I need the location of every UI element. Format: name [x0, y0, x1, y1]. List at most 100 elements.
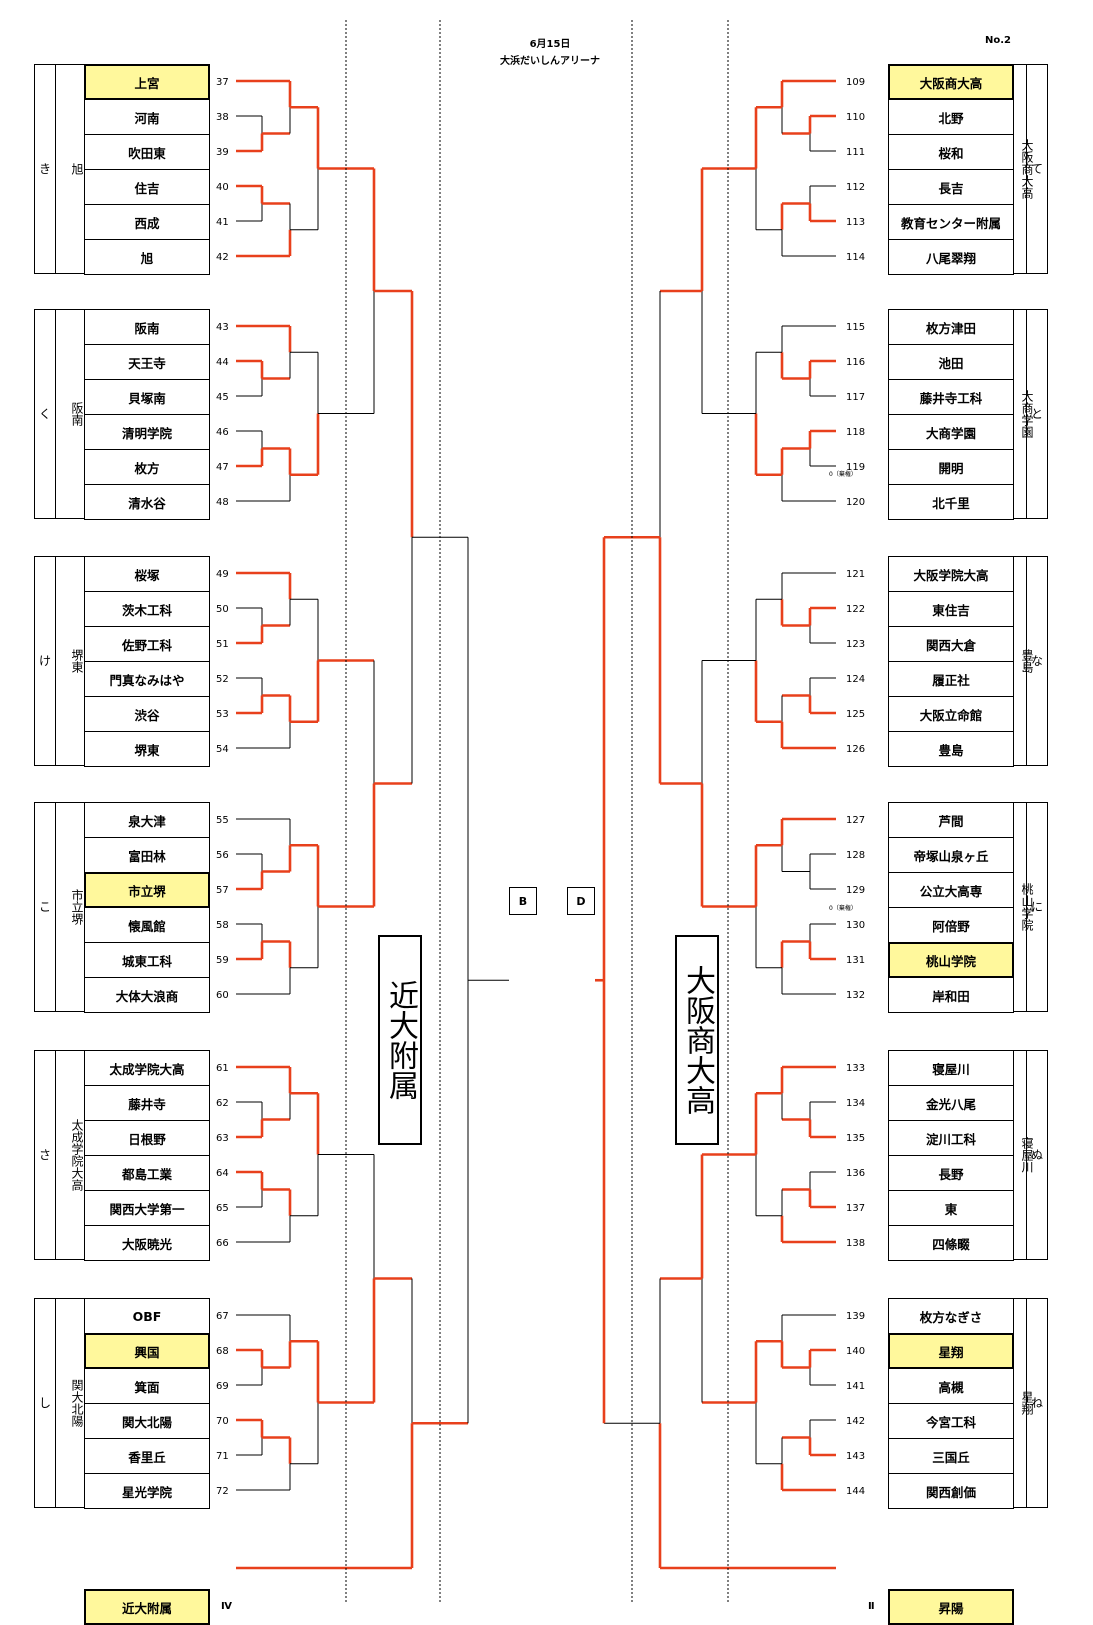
left-seed-number: 51 — [216, 639, 229, 650]
right-group-kana: ね — [1026, 1298, 1048, 1508]
right-group-label: 大商学園 — [1004, 309, 1034, 519]
left-champion-box: 近大附属 — [378, 935, 422, 1145]
left-group-kana: こ — [34, 802, 56, 1012]
left-seed-number: 64 — [216, 1168, 229, 1179]
left-team-box: 堺東 — [84, 731, 210, 767]
right-seed-number: 133 — [846, 1063, 866, 1074]
left-team-box: 住吉 — [84, 169, 210, 205]
left-seed-number: 68 — [216, 1346, 229, 1357]
right-seed-number: 124 — [846, 674, 866, 685]
left-team-box: 大体大浪商 — [84, 977, 210, 1013]
right-team-box: 阿倍野 — [888, 907, 1014, 943]
right-seed-number: 114 — [846, 252, 866, 263]
left-group-label: 堺東 — [54, 556, 84, 766]
right-seed-number: 141 — [846, 1381, 866, 1392]
right-seed-number: 125 — [846, 709, 866, 720]
left-team-box: 河南 — [84, 99, 210, 135]
left-seed-number: 63 — [216, 1133, 229, 1144]
left-team-box: 日根野 — [84, 1120, 210, 1156]
left-team-box: 関大北陽 — [84, 1403, 210, 1439]
right-team-box: 高槻 — [888, 1368, 1014, 1404]
left-team-box: 清水谷 — [84, 484, 210, 520]
right-team-box: 八尾翠翔 — [888, 239, 1014, 275]
right-team-box: 関西大倉 — [888, 626, 1014, 662]
left-team-box: 渋谷 — [84, 696, 210, 732]
left-seed-number: 43 — [216, 322, 229, 333]
left-team-box: 富田林 — [84, 837, 210, 873]
left-team-box: 吹田東 — [84, 134, 210, 170]
right-team-box: 藤井寺工科 — [888, 379, 1014, 415]
left-team-box: 門真なみはや — [84, 661, 210, 697]
right-team-box: 枚方なぎさ — [888, 1298, 1014, 1334]
left-seed-number: 40 — [216, 182, 229, 193]
left-seed-number: 41 — [216, 217, 229, 228]
right-team-box: 枚方津田 — [888, 309, 1014, 345]
right-team-box: 大阪立命館 — [888, 696, 1014, 732]
right-block-marker: D — [567, 887, 595, 915]
left-seed-number: 47 — [216, 462, 229, 473]
right-group-kana: に — [1026, 802, 1048, 1012]
left-team-box: 上宮 — [84, 64, 210, 100]
right-seed-number: 121 — [846, 569, 866, 580]
right-team-box: 東住吉 — [888, 591, 1014, 627]
right-team-box: 大阪学院大高 — [888, 556, 1014, 592]
right-team-box: 帝塚山泉ヶ丘 — [888, 837, 1014, 873]
right-final-team: 昇陽 — [888, 1589, 1014, 1625]
left-seed-number: 72 — [216, 1486, 229, 1497]
left-seed-number: 42 — [216, 252, 229, 263]
left-team-box: 旭 — [84, 239, 210, 275]
left-team-box: 西成 — [84, 204, 210, 240]
left-team-box: 枚方 — [84, 449, 210, 485]
right-seed-number: 117 — [846, 392, 866, 403]
left-seed-number: 62 — [216, 1098, 229, 1109]
right-seed-number: 126 — [846, 744, 866, 755]
page-number: No.2 — [985, 35, 1011, 46]
right-team-box: 関西創価 — [888, 1473, 1014, 1509]
right-seed-number: 135 — [846, 1133, 866, 1144]
left-seed-number: 67 — [216, 1311, 229, 1322]
right-seed-number: 129 — [846, 885, 866, 896]
right-seed-number: 113 — [846, 217, 866, 228]
right-group-label: 星翔 — [1004, 1298, 1034, 1508]
left-seed-number: 44 — [216, 357, 229, 368]
right-team-box: 大商学園 — [888, 414, 1014, 450]
right-team-box: 今宮工科 — [888, 1403, 1014, 1439]
right-seed-number: 139 — [846, 1311, 866, 1322]
left-team-box: 貝塚南 — [84, 379, 210, 415]
left-team-box: 城東工科 — [84, 942, 210, 978]
left-group-label: 太成学院大高 — [54, 1050, 84, 1260]
right-seed-number: 140 — [846, 1346, 866, 1357]
right-seed-number: 128 — [846, 850, 866, 861]
left-group-kana: く — [34, 309, 56, 519]
left-team-box: 太成学院大高 — [84, 1050, 210, 1086]
right-team-box: 北千里 — [888, 484, 1014, 520]
right-group-label: 寝屋川 — [1004, 1050, 1034, 1260]
right-team-box: 豊島 — [888, 731, 1014, 767]
right-seed-number: 115 — [846, 322, 866, 333]
right-champion-box: 大阪商大高 — [675, 935, 719, 1145]
left-seed-number: 46 — [216, 427, 229, 438]
right-seed-number: 138 — [846, 1238, 866, 1249]
right-seed-number: 123 — [846, 639, 866, 650]
left-team-box: 興国 — [84, 1333, 210, 1369]
right-champion-name: 大阪商大高 — [680, 965, 715, 1115]
right-group-kana: な — [1026, 556, 1048, 766]
right-team-box: 桃山学院 — [888, 942, 1014, 978]
left-team-box: 懐風館 — [84, 907, 210, 943]
left-block-marker: B — [509, 887, 537, 915]
right-group-label: 大阪商大高 — [1004, 64, 1034, 274]
left-seed-number: 57 — [216, 885, 229, 896]
right-team-box: 長吉 — [888, 169, 1014, 205]
left-team-box: 藤井寺 — [84, 1085, 210, 1121]
withdraw-note-119: 0（棄権） — [829, 471, 857, 478]
right-seed-number: 120 — [846, 497, 866, 508]
right-seed-number: 122 — [846, 604, 866, 615]
left-team-box: 箕面 — [84, 1368, 210, 1404]
left-seed-number: 50 — [216, 604, 229, 615]
left-final-team: 近大附属 — [84, 1589, 210, 1625]
left-team-box: 市立堺 — [84, 872, 210, 908]
left-seed-number: 65 — [216, 1203, 229, 1214]
right-seed-number: 134 — [846, 1098, 866, 1109]
left-seed-number: 48 — [216, 497, 229, 508]
